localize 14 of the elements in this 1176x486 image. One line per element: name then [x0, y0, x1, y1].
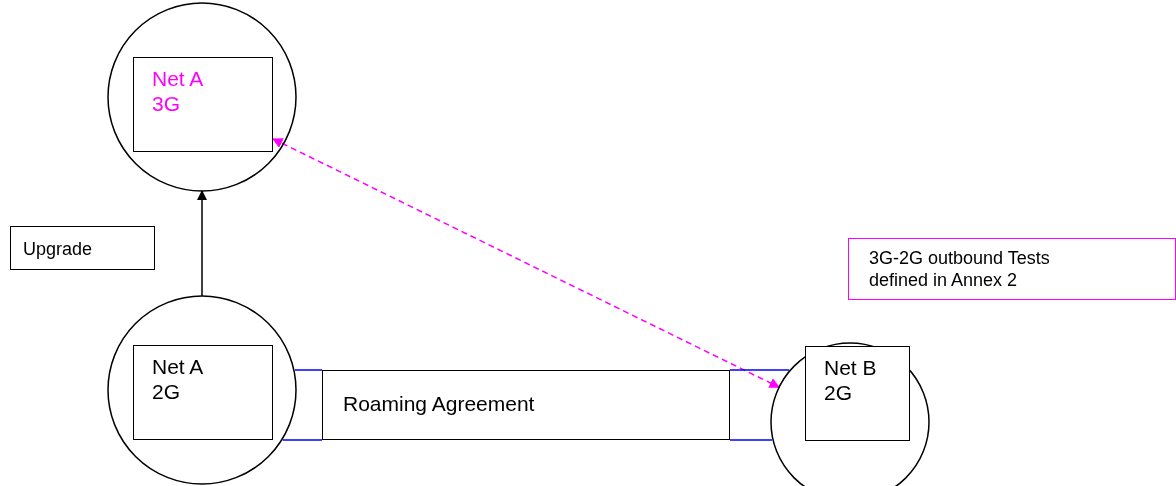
text-box: 3G-2G outbound Tests defined in Annex 2 — [848, 238, 1176, 300]
arrow — [272, 138, 780, 388]
text-box: Roaming Agreement — [322, 370, 730, 440]
connector-line — [294, 369, 323, 371]
text-box: Net A 3G — [133, 57, 273, 152]
network-circle — [107, 295, 297, 485]
arrow — [196, 189, 208, 297]
connector-line — [729, 439, 773, 441]
text-box: Net B 2G — [805, 346, 910, 441]
connector-line — [729, 369, 790, 371]
text-box: Net A 2G — [133, 345, 273, 440]
network-circle — [107, 2, 297, 192]
text-box: Upgrade — [10, 226, 155, 270]
connector-line — [282, 439, 323, 441]
